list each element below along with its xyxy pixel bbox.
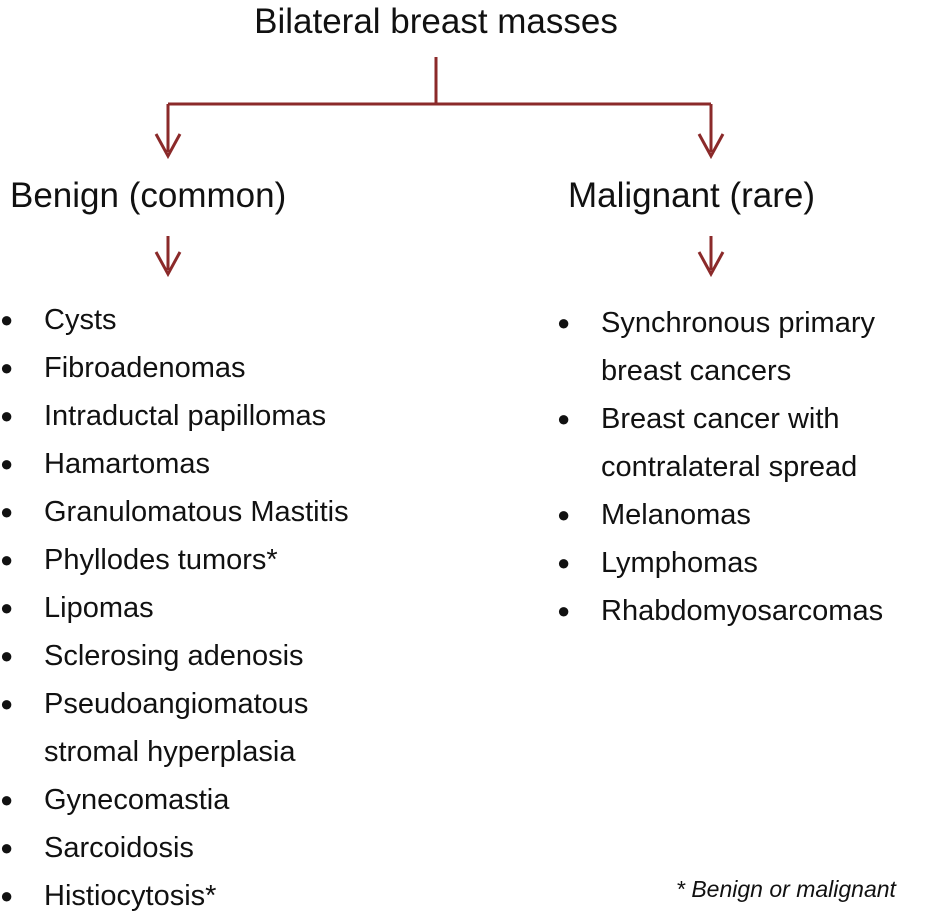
bullet-icon: ● [557, 550, 571, 575]
list-item: ●Melanomas [557, 491, 883, 539]
bullet-icon: ● [0, 355, 14, 380]
bullet-icon: ● [0, 595, 14, 620]
list-item: ●Sarcoidosis [0, 824, 349, 872]
benign-branch-arrowhead-icon [154, 133, 182, 160]
list-item: ●Gynecomastia [0, 776, 349, 824]
list-item: ●Sclerosing adenosis [0, 632, 349, 680]
malignant-category-label: Malignant (rare) [568, 176, 816, 215]
bullet-icon: ● [0, 691, 14, 716]
malignant-list-arrowhead-icon [697, 251, 725, 278]
bullet-icon: ● [0, 403, 14, 428]
list-item: ●Cysts [0, 296, 349, 344]
list-item: ●Hamartomas [0, 440, 349, 488]
list-item: ●Granulomatous Mastitis [0, 488, 349, 536]
bullet-icon: ● [557, 406, 571, 431]
bullet-icon: ● [0, 499, 14, 524]
list-item: ●Phyllodes tumors* [0, 536, 349, 584]
bullet-icon: ● [0, 883, 14, 908]
benign-item-list: ●Cysts ●Fibroadenomas ●Intraductal papil… [0, 296, 349, 920]
bullet-icon: ● [557, 598, 571, 623]
bullet-icon: ● [0, 307, 14, 332]
bullet-icon: ● [0, 787, 14, 812]
benign-category-label: Benign (common) [10, 176, 287, 215]
list-item: ●Rhabdomyosarcomas [557, 587, 883, 635]
bullet-icon: ● [0, 643, 14, 668]
list-item: ●Lipomas [0, 584, 349, 632]
benign-list-arrowhead-icon [154, 251, 182, 278]
list-item: ●Intraductal papillomas [0, 392, 349, 440]
bullet-icon: ● [0, 547, 14, 572]
bullet-icon: ● [0, 835, 14, 860]
bullet-icon: ● [557, 310, 571, 335]
list-item: ●Lymphomas [557, 539, 883, 587]
malignant-branch-arrowhead-icon [697, 133, 725, 160]
bullet-icon: ● [0, 451, 14, 476]
bullet-icon: ● [557, 502, 571, 527]
list-item: ●Histiocytosis* [0, 872, 349, 920]
footnote: * Benign or malignant [676, 876, 896, 902]
diagram-title: Bilateral breast masses [254, 2, 618, 41]
list-item: ●Fibroadenomas [0, 344, 349, 392]
